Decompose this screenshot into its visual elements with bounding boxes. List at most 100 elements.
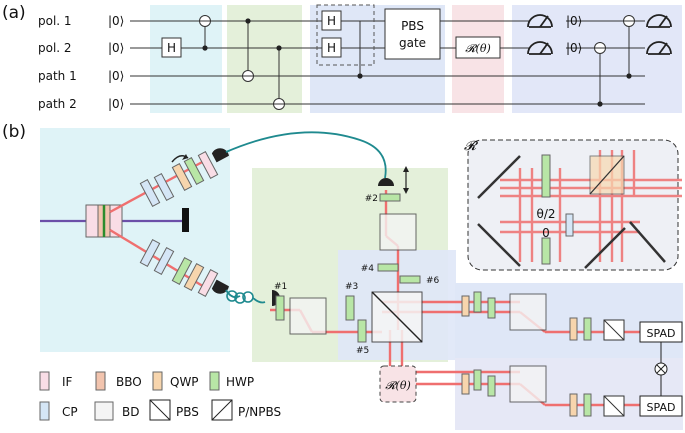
fiber-lower-a — [225, 289, 241, 299]
inset-mirror-bottom-center — [584, 227, 626, 269]
legend-swatch-cp — [39, 401, 50, 421]
bd-measure-top — [509, 293, 547, 331]
gate-h-pol1-b — [321, 10, 342, 31]
legend-label-cp: CP — [62, 405, 78, 419]
row-ket-path1: |0⟩ — [108, 69, 124, 83]
inset-mirror-bottom-left — [477, 223, 521, 267]
legend-label-pnpbs: P/NPBS — [238, 405, 281, 419]
row-label-pol1: pol. 1 — [38, 14, 72, 28]
legend-swatch-bbo — [95, 371, 106, 391]
if-crystal — [85, 204, 99, 238]
inset-mirror-bottom-right — [629, 221, 666, 263]
plate-5-label: #5 — [356, 346, 369, 356]
legend-swatch-pbs-diag — [149, 399, 171, 421]
gate-h-pol2-b — [321, 37, 342, 58]
row-ket-pol1: |0⟩ — [108, 14, 124, 28]
rotation-arrowhead — [182, 154, 188, 160]
panel-a-row-labels: pol. 1 pol. 2 path 1 path 2 |0⟩ |0⟩ |0⟩ … — [38, 14, 124, 111]
inset-pbs-diagonal — [589, 155, 625, 195]
central-pbs-diagonal — [371, 291, 423, 343]
panel-a-label: (a) — [2, 3, 26, 23]
plate-1 — [275, 295, 285, 321]
legend-label-pbs: PBS — [176, 405, 199, 419]
coincidence-x2 — [656, 364, 666, 374]
inset-cp-plate — [565, 213, 574, 237]
plate-6-label: #6 — [426, 276, 440, 286]
pump-beam-block — [182, 208, 189, 232]
inset-mirror-top-left — [477, 155, 521, 199]
inset-hwp-zero — [541, 237, 551, 265]
legend-label-qwp: QWP — [170, 375, 199, 389]
coupler-lower — [211, 279, 229, 294]
translation-arrowhead-down — [403, 188, 409, 194]
meter-pol2-a — [527, 41, 553, 55]
legend-label-bbo: BBO — [116, 375, 142, 389]
translation-arrowhead-up — [403, 166, 409, 172]
inset-rotation-box — [467, 139, 679, 271]
plate-5 — [357, 319, 367, 343]
fiber-lower-b — [252, 297, 266, 304]
meter-pol1-b — [646, 14, 672, 28]
legend-label-if: IF — [62, 375, 73, 389]
rotation-box-main — [379, 365, 417, 403]
measure-region-top-bg — [455, 283, 683, 358]
measure-bottom-plates — [461, 369, 592, 417]
pbs-gate-line2: gate — [399, 36, 426, 50]
legend-swatch-if — [39, 371, 50, 391]
panel-a-bg-green — [227, 5, 302, 113]
bbo-crystal-2 — [109, 204, 123, 238]
spad-top-label: SPAD — [647, 327, 676, 340]
panel-a-bg-measure — [512, 5, 682, 113]
measure-bottom-polarizer-diag — [603, 395, 625, 417]
fiber-loops — [226, 290, 254, 304]
row-label-path2: path 2 — [38, 97, 77, 111]
legend-label-bd: BD — [122, 405, 139, 419]
cnot2-control-dot — [245, 18, 251, 24]
row-ket-pol2: |0⟩ — [108, 41, 124, 55]
bd-measure-bottom — [509, 365, 547, 403]
lower-arm-optics — [139, 238, 219, 298]
panel-a-bg-pink — [452, 5, 504, 113]
meter-pol2-b — [646, 41, 672, 55]
plate-4 — [377, 263, 399, 272]
rotation-gate-label: 𝓡(θ) — [465, 42, 490, 55]
legend-swatch-pnpbs-diag — [211, 399, 233, 421]
gate-h-pol2-label: H — [167, 41, 176, 55]
measure-top-polarizer-diag — [603, 319, 625, 341]
plate-3 — [345, 295, 355, 321]
inset-label: 𝓡 — [464, 139, 479, 154]
plate-2-label: #2 — [365, 194, 378, 204]
row-ket-path2: |0⟩ — [108, 97, 124, 111]
inset-zero-label: 0 — [542, 226, 550, 240]
reset-ket-pol1: |0⟩ — [566, 14, 582, 28]
measure-top-plates — [461, 291, 592, 341]
plate-3-label: #3 — [345, 282, 358, 292]
reset-ket-pol2: |0⟩ — [566, 41, 582, 55]
legend-label-hwp: HWP — [226, 375, 254, 389]
plate-2 — [379, 193, 401, 202]
rotation-gate-box — [455, 36, 501, 59]
pbs-gate-line1: PBS — [401, 19, 424, 33]
rotation-box-main-label: 𝓡(θ) — [385, 379, 410, 392]
cnot1-control-dot — [202, 45, 208, 51]
plate-6 — [399, 275, 421, 284]
legend-swatch-qwp — [152, 371, 163, 391]
cnot4-control-dot — [597, 101, 603, 107]
plate-1-label: #1 — [274, 282, 287, 292]
gate-h-pol1-b-label: H — [327, 14, 336, 28]
cnot5-control-dot — [626, 73, 632, 79]
inset-hwp-theta — [541, 154, 551, 198]
fiber-upper — [225, 131, 387, 179]
dashed-hadamard-block — [316, 4, 375, 66]
meter-pol1-a — [527, 14, 553, 28]
panel-b-label: (b) — [2, 122, 26, 142]
pbs-gate-box — [384, 8, 441, 60]
row-label-pol2: pol. 2 — [38, 41, 72, 55]
inset-theta-label: θ/2 — [536, 207, 555, 221]
bd-upper — [379, 213, 417, 251]
upper-arm-optics — [139, 150, 219, 208]
collimator-upper — [378, 178, 394, 186]
gate-h-pol2-b-label: H — [327, 41, 336, 55]
coupler-upper — [211, 148, 229, 163]
